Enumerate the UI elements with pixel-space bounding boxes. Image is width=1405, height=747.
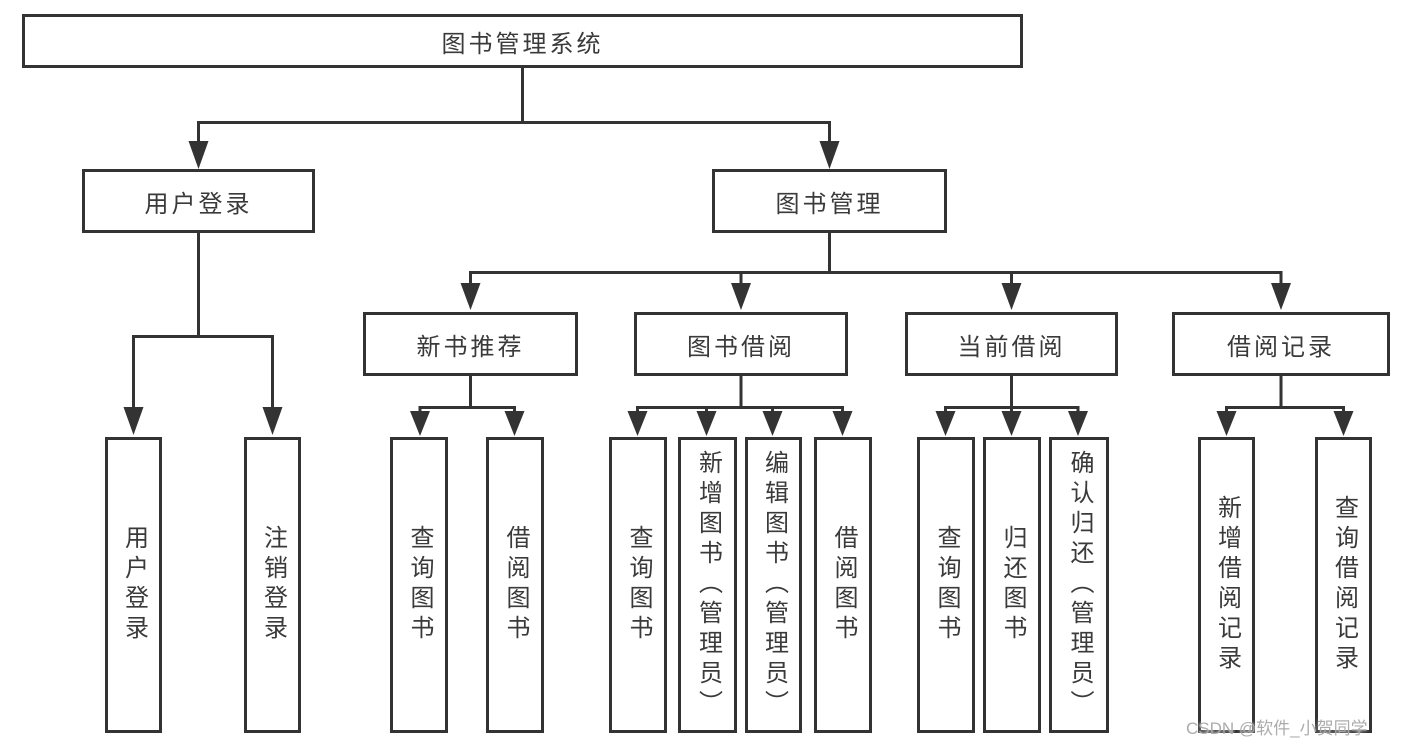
node-book-borrowing: 图书借阅 [634, 312, 848, 376]
leaf-label: 注销登录 [259, 525, 287, 645]
leaf-label: 新增借阅记录 [1213, 495, 1241, 675]
leaf-borrow-books: 借阅图书 [814, 437, 872, 733]
leaf-label: 确认归还（管理员） [1066, 450, 1093, 720]
node-label: 借阅记录 [1227, 333, 1335, 361]
leaf-label: 新增图书（管理员） [694, 450, 722, 720]
leaf-query-borrow-record: 查询借阅记录 [1315, 437, 1372, 733]
leaf-label: 查询图书 [625, 525, 652, 645]
leaf-edit-book-admin: 编辑图书（管理员） [745, 437, 802, 733]
node-library-management-system: 图书管理系统 [22, 14, 1023, 68]
node-label: 新书推荐 [416, 333, 525, 361]
node-label: 当前借阅 [957, 333, 1066, 361]
leaf-label: 借阅图书 [502, 525, 529, 645]
leaf-logout: 注销登录 [244, 437, 301, 733]
node-label: 图书管理 [775, 190, 884, 218]
leaf-label: 归还图书 [999, 525, 1026, 645]
leaf-label: 用户登录 [120, 525, 148, 645]
csdn-watermark: CSDN @软件_小贺同学 [1186, 719, 1368, 738]
leaf-add-borrow-record: 新增借阅记录 [1198, 437, 1255, 733]
node-current-borrowing: 当前借阅 [905, 312, 1118, 376]
node-label: 用户登录 [144, 190, 253, 218]
node-borrowing-records: 借阅记录 [1172, 312, 1390, 376]
leaf-label: 查询图书 [933, 525, 960, 645]
leaf-label: 查询借阅记录 [1330, 495, 1358, 675]
leaf-query-books-current: 查询图书 [917, 437, 975, 733]
node-label: 图书管理系统 [441, 30, 604, 58]
node-label: 图书借阅 [687, 333, 795, 361]
leaf-user-login: 用户登录 [105, 437, 162, 733]
leaf-query-books-borrow: 查询图书 [609, 437, 667, 733]
leaf-label: 借阅图书 [830, 525, 857, 645]
node-new-book-recommendation: 新书推荐 [363, 312, 578, 376]
leaf-label: 查询图书 [406, 525, 433, 645]
node-book-management: 图书管理 [712, 169, 947, 233]
leaf-label: 编辑图书（管理员） [760, 450, 788, 720]
node-user-login: 用户登录 [82, 169, 315, 233]
leaf-confirm-return-admin: 确认归还（管理员） [1049, 437, 1109, 733]
leaf-return-book: 归还图书 [983, 437, 1041, 733]
leaf-borrow-books-recommend: 借阅图书 [486, 437, 544, 733]
leaf-query-books-recommend: 查询图书 [390, 437, 448, 733]
leaf-add-book-admin: 新增图书（管理员） [678, 437, 737, 733]
